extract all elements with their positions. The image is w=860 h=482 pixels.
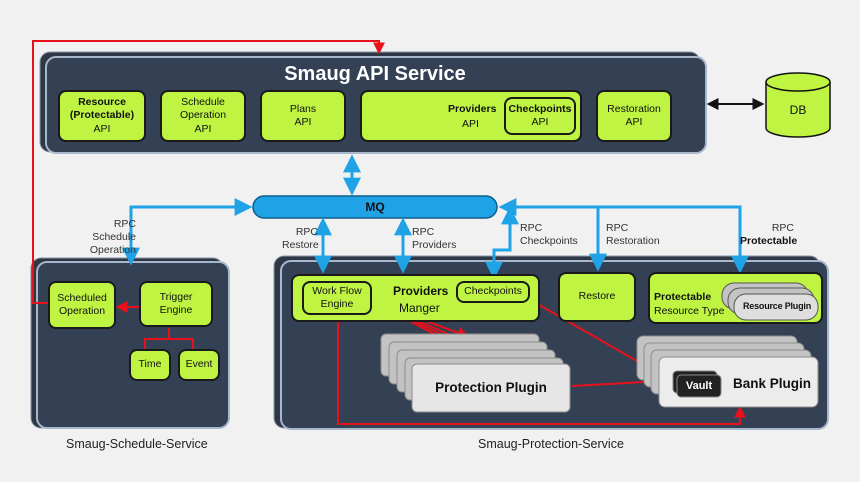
restoration-api-line1: Restoration	[607, 102, 661, 115]
trigger-engine-line1: Trigger	[159, 290, 193, 303]
resource-api-box[interactable]: Resource (Protectable) API	[58, 90, 146, 142]
resource-plugin-label[interactable]: Resource Plugin	[742, 301, 812, 311]
db-cylinder	[765, 72, 831, 138]
schedule-api-line2: Operation	[179, 109, 227, 122]
checkpoints-api-box[interactable]: Checkpoints API	[504, 97, 576, 135]
api-service-title: Smaug API Service	[284, 63, 466, 85]
providers-api-label: API	[462, 118, 479, 130]
protectable-resource-type-box[interactable]: Protectable Resource Type	[648, 272, 823, 324]
schedule-api-label: API	[194, 122, 212, 135]
plans-api-label: API	[294, 116, 312, 128]
schedule-api-box[interactable]: Schedule Operation API	[160, 90, 246, 142]
workflow-engine-line1: Work Flow	[312, 284, 362, 297]
providers-manager-line1: Providers	[393, 284, 449, 298]
scheduled-operation-box[interactable]: Scheduled Operation	[48, 281, 116, 329]
protection-plugin-stack	[380, 333, 571, 413]
restoration-api-box[interactable]: Restoration API	[596, 90, 672, 142]
providers-api-line1: Providers	[448, 103, 497, 115]
scheduled-operation-line2: Operation	[58, 305, 106, 317]
resource-api-label: API	[93, 122, 111, 135]
schedule-api-line1: Schedule	[181, 96, 225, 109]
schedule-service-caption: Smaug-Schedule-Service	[66, 437, 208, 451]
vault-label[interactable]: Vault	[685, 380, 713, 392]
checkpoints-box[interactable]: Checkpoints	[456, 281, 530, 303]
checkpoints-label: Checkpoints	[464, 285, 522, 298]
rpc-arrows	[122, 154, 749, 280]
scheduled-operation-line1: Scheduled	[57, 291, 107, 304]
plans-api-box[interactable]: Plans API	[260, 90, 346, 142]
protectable-line2: Resource Type	[654, 305, 725, 317]
event-label: Event	[185, 358, 213, 371]
bank-plugin-stack	[636, 335, 819, 408]
workflow-engine-box[interactable]: Work Flow Engine	[302, 281, 372, 315]
mq-label: MQ	[365, 200, 385, 214]
resource-api-line2: (Protectable)	[69, 109, 135, 122]
restore-box[interactable]: Restore	[558, 272, 636, 322]
workflow-engine-line2: Engine	[320, 298, 354, 310]
restoration-api-label: API	[625, 116, 643, 128]
vault-stack	[672, 370, 722, 398]
restore-label: Restore	[578, 290, 616, 303]
providers-manager-line2: Manger	[399, 301, 440, 315]
db-label: DB	[789, 103, 807, 117]
trigger-engine-box[interactable]: Trigger Engine	[139, 281, 213, 327]
time-box[interactable]: Time	[129, 349, 171, 381]
protection-service-caption: Smaug-Protection-Service	[478, 437, 624, 451]
event-box[interactable]: Event	[178, 349, 220, 381]
protectable-line1: Protectable	[654, 291, 712, 303]
bank-plugin-label[interactable]: Bank Plugin	[732, 376, 811, 391]
trigger-engine-line2: Engine	[159, 304, 193, 316]
plans-api-line1: Plans	[289, 102, 317, 115]
checkpoints-api-label: API	[531, 116, 549, 128]
time-label: Time	[138, 358, 162, 371]
protection-plugin-label[interactable]: Protection Plugin	[435, 380, 547, 395]
resource-api-line1: Resource	[78, 96, 126, 109]
checkpoints-api-line1: Checkpoints	[508, 102, 572, 115]
